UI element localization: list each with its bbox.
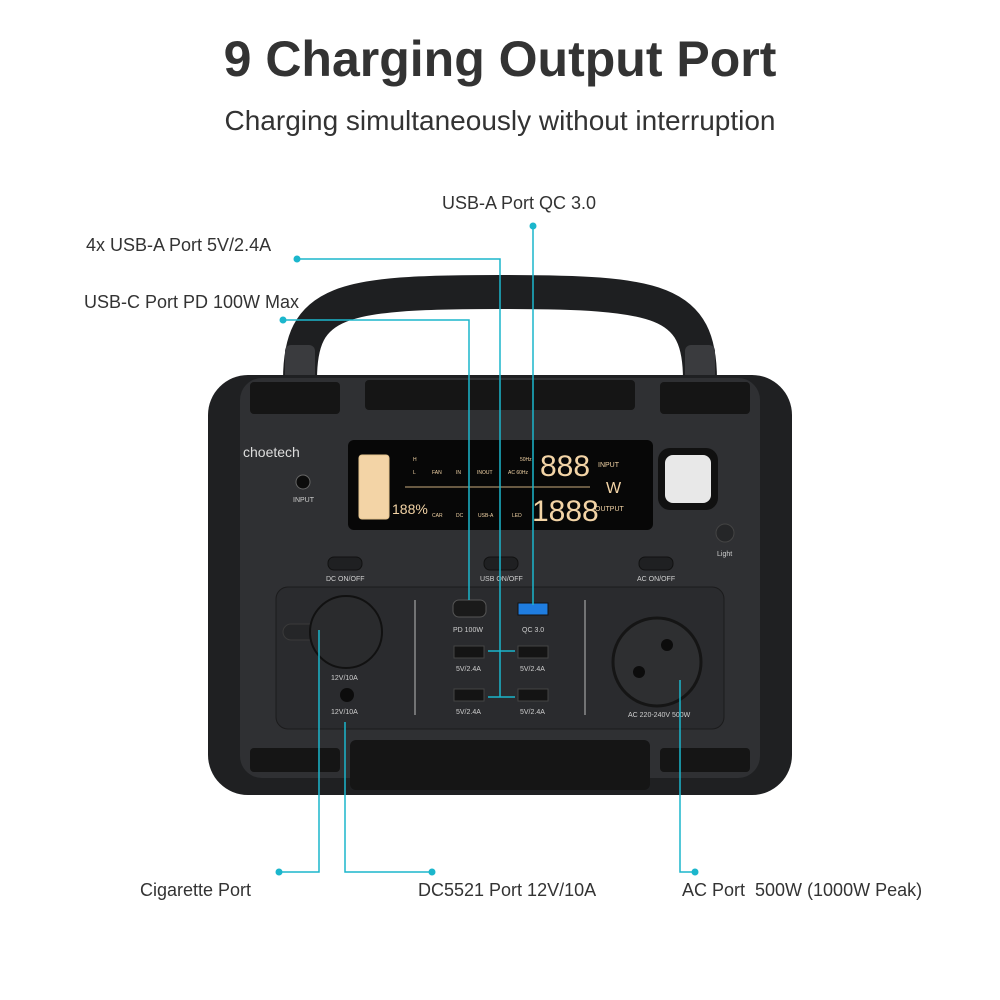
callout-dc5521: DC5521 Port 12V/10A: [418, 880, 597, 900]
usb-power-button[interactable]: [483, 556, 519, 571]
page-title: 9 Charging Output Port: [223, 31, 777, 87]
dc-icon: DC: [456, 513, 464, 519]
callout-dot: [428, 868, 436, 876]
brand-logo: choetech: [243, 444, 300, 460]
fan-icon: FAN: [432, 470, 442, 476]
inout-icon: INOUT: [477, 470, 493, 476]
callout-dot: [279, 316, 287, 324]
ac-socket-label: AC 220-240V 500W: [628, 712, 691, 719]
led-icon: LED: [512, 513, 522, 519]
callout-dot: [529, 222, 537, 230]
callout-dot: [691, 868, 699, 876]
usb-button-label: USB ON/OFF: [480, 576, 523, 583]
battery-percent: 188%: [392, 501, 428, 517]
input-watts: 888: [540, 450, 590, 483]
callout-usb-a-qc: USB-A Port QC 3.0: [442, 193, 597, 213]
usb-c-label: PD 100W: [453, 627, 483, 634]
input-port-label: INPUT: [293, 497, 315, 504]
light-label: Light: [717, 551, 732, 558]
dc5521-port: [340, 688, 354, 702]
temp-low-icon: L: [413, 470, 416, 476]
callout-ac: AC Port 500W (1000W Peak): [682, 880, 923, 900]
dc-button-label: DC ON/OFF: [326, 576, 365, 583]
usb-a-label: 5V/2.4A: [520, 666, 545, 673]
output-watts: 1888: [532, 495, 599, 528]
usb-a-label: 5V/2.4A: [456, 709, 481, 716]
dc5521-port-label: 12V/10A: [331, 709, 358, 716]
usb-a-label: 5V/2.4A: [520, 709, 545, 716]
light-button[interactable]: [715, 523, 735, 543]
battery-icon: [358, 454, 390, 520]
usb-a-label: 5V/2.4A: [456, 666, 481, 673]
car-icon: CAR: [432, 513, 443, 519]
callout-dot: [275, 868, 283, 876]
qc-label: QC 3.0: [522, 627, 544, 634]
cigarette-port: [309, 595, 383, 669]
dc-power-button[interactable]: [327, 556, 363, 571]
ac-power-button[interactable]: [638, 556, 674, 571]
unit-label: W: [606, 480, 622, 497]
output-label: OUTPUT: [595, 506, 625, 513]
hz50-icon: 50Hz: [520, 457, 532, 463]
usba-icon: USB-A: [478, 513, 494, 519]
in-icon: IN: [456, 470, 461, 476]
ac-button-label: AC ON/OFF: [637, 576, 675, 583]
ac-icon: AC 60Hz: [508, 470, 529, 476]
temp-high-icon: H: [413, 457, 417, 463]
callout-cigarette: Cigarette Port: [140, 880, 252, 900]
callout-lines: [279, 226, 695, 873]
callout-dot: [293, 255, 301, 263]
input-label: INPUT: [598, 462, 620, 469]
callout-usb-c: USB-C Port PD 100W Max: [84, 292, 300, 312]
usb-c-port: [452, 599, 487, 618]
cigarette-port-label: 12V/10A: [331, 675, 358, 682]
callout-usb-a-4x: 4x USB-A Port 5V/2.4A: [86, 235, 272, 255]
ac-socket: [611, 616, 703, 708]
input-port: [295, 474, 311, 490]
page-subtitle: Charging simultaneously without interrup…: [224, 105, 776, 136]
